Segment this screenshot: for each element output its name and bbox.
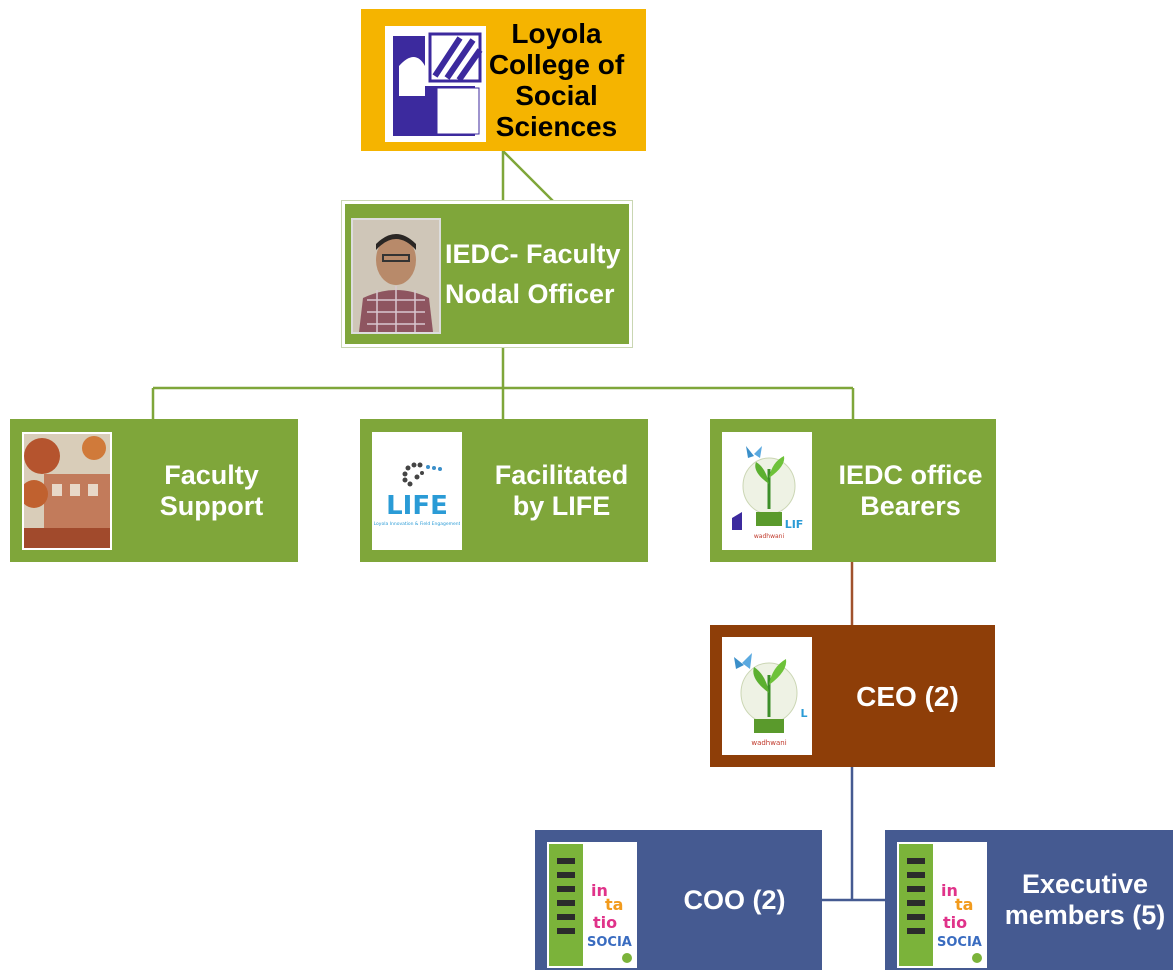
executive-poster-thumbnail: in ta tio SOCIA [897, 842, 987, 968]
node-coo: in ta tio SOCIA COO (2) [535, 830, 822, 970]
ceo-bulb-logo: L wadhwani [722, 637, 812, 755]
root-to-nodal-connector [501, 150, 554, 202]
node-ceo: L wadhwani CEO (2) [710, 625, 995, 767]
svg-text:Loyola Innovation & Field Enga: Loyola Innovation & Field Engagement [374, 521, 460, 527]
loyola-logo [385, 26, 486, 142]
svg-text:in: in [941, 881, 958, 900]
iedc-bulb-logo: LIF wadhwani [722, 432, 812, 550]
node-label: Executive members (5) [1004, 869, 1166, 930]
life-logo-text: LIFE [386, 491, 448, 521]
svg-text:SOCIA: SOCIA [587, 935, 632, 950]
life-logo: LIFE Loyola Innovation & Field Engagemen… [372, 432, 462, 550]
node-facilitated-by-life: LIFE Loyola Innovation & Field Engagemen… [360, 419, 648, 562]
svg-text:LIF: LIF [785, 518, 804, 531]
node-label: COO (2) [683, 884, 786, 915]
nodal-officer-photo [351, 218, 441, 334]
node-label: Loyola College of Social Sciences [488, 18, 625, 142]
node-iedc-office-bearers: LIF wadhwani IEDC office Bearers [710, 419, 996, 562]
ceo-to-bottom-connector [822, 767, 885, 902]
svg-text:SOCIA: SOCIA [937, 935, 982, 950]
faculty-building-photo [22, 432, 112, 550]
svg-text:L: L [800, 707, 807, 720]
node-label: IEDC office Bearers [838, 459, 983, 521]
node-executive-members: in ta tio SOCIA Executive members (5) [885, 830, 1173, 970]
svg-text:in: in [591, 881, 608, 900]
coo-poster-thumbnail: in ta tio SOCIA [547, 842, 637, 968]
node-label: Faculty Support [159, 459, 264, 521]
node-label: IEDC- Faculty Nodal Officer [445, 239, 621, 309]
node-loyola-college: Loyola College of Social Sciences [361, 9, 646, 151]
svg-text:ta: ta [955, 895, 973, 914]
svg-text:tio: tio [593, 913, 617, 932]
node-nodal-officer: IEDC- Faculty Nodal Officer [341, 200, 633, 348]
svg-text:tio: tio [943, 913, 967, 932]
node-label: CEO (2) [856, 680, 959, 712]
nodal-to-row-connector [151, 347, 855, 419]
svg-text:wadhwani: wadhwani [754, 533, 785, 540]
node-label: Facilitated by LIFE [494, 459, 629, 521]
svg-text:wadhwani: wadhwani [751, 739, 786, 747]
node-faculty-support: Faculty Support [10, 419, 298, 562]
svg-text:ta: ta [605, 895, 623, 914]
